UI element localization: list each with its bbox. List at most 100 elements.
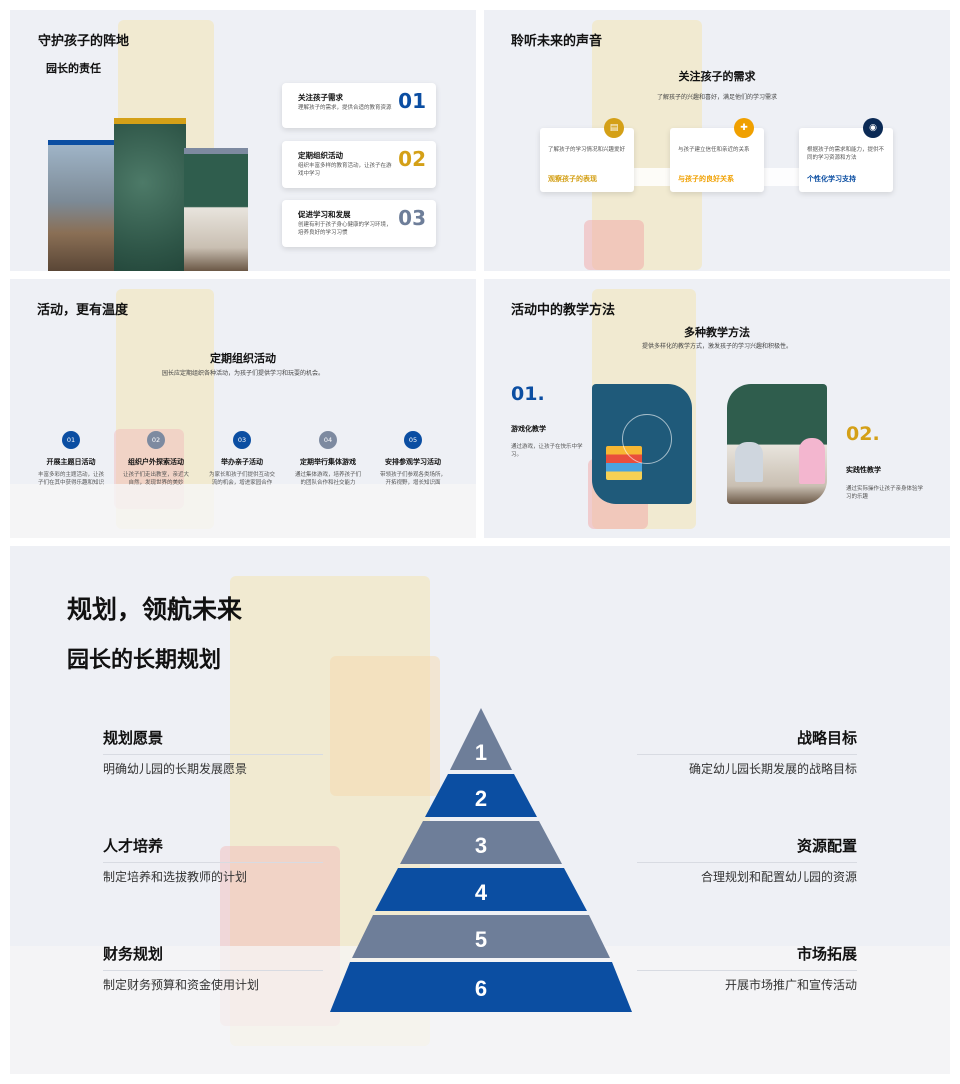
plan-title: 人才培养	[103, 837, 164, 855]
slide-subtitle: 园长的长期规划	[67, 648, 222, 673]
level-label: 1	[475, 740, 487, 765]
method-title-1: 游戏化教学	[511, 425, 546, 433]
card-title: 促进学习和发展	[298, 210, 351, 219]
classroom-photo-left	[48, 140, 116, 271]
card-label: 个性化学习支持	[807, 175, 856, 183]
floor-band	[10, 484, 476, 538]
divider	[103, 970, 323, 971]
card-desc: 组织丰富多样的教育活动，让孩子在游戏中学习	[298, 163, 392, 177]
sketch-lines	[622, 414, 672, 464]
pyramid-level-5	[352, 915, 610, 958]
plan-desc: 制定财务预算和资金使用计划	[103, 978, 260, 992]
method-number-2: 02.	[846, 423, 880, 445]
step-desc: 为家长和孩子们提供互动交流的机会，增进家园合作	[208, 472, 275, 486]
duty-card-2: 定期组织活动 组织丰富多样的教育活动，让孩子在游戏中学习 02	[282, 141, 436, 188]
plan-title: 资源配置	[796, 837, 857, 855]
section-subtext: 了解孩子的兴趣和喜好，满足他们的学习需求	[656, 94, 777, 101]
step-desc: 带领孩子们参观各类场所，开拓视野，增长知识面	[379, 472, 446, 486]
chalkboard-photo	[114, 118, 186, 271]
need-card-2: 与孩子建立信任和亲近的关系 与孩子的良好关系	[670, 128, 764, 192]
duty-card-3: 促进学习和发展 创建有利于孩子身心健康的学习环境，培养良好的学习习惯 03	[282, 200, 436, 247]
step-number: 02	[147, 431, 165, 449]
pyramid-level-1	[450, 708, 512, 770]
activity-step-2: 02 组织户外探索活动 让孩子们走出教室，亲近大自然，发现世界的美妙	[111, 431, 201, 487]
slide-responsibility: 守护孩子的阵地 园长的责任 关注孩子需求 理解孩子的需求，提供合适的教育资源 0…	[10, 10, 476, 271]
activity-step-4: 04 定期举行集体游戏 通过集体游戏，培养孩子们的团队合作和社交能力	[283, 431, 373, 487]
plan-desc: 制定培养和选拔教师的计划	[103, 870, 248, 884]
plan-desc: 合理规划和配置幼儿园的资源	[700, 870, 857, 884]
need-card-3: 根据孩子的需求和能力，提供不同的学习资源和方法 个性化学习支持	[799, 128, 893, 192]
slide-activities: 活动，更有温度 定期组织活动 园长应定期组织各种活动，为孩子们提供学习和玩耍的机…	[10, 279, 476, 538]
step-title: 组织户外探索活动	[128, 458, 184, 466]
card-desc: 与孩子建立信任和亲近的关系	[678, 147, 750, 153]
classroom-photo-right	[184, 148, 248, 271]
step-desc: 丰富多彩的主题活动，让孩子们在其中获得乐趣和知识	[37, 472, 104, 486]
level-label: 6	[475, 976, 487, 1001]
divider	[637, 862, 857, 863]
step-number: 04	[319, 431, 337, 449]
planning-pyramid: 1 2 3 4 5 6	[330, 708, 632, 1012]
card-title: 定期组织活动	[298, 151, 343, 160]
level-label: 4	[475, 880, 488, 905]
pyramid-level-2	[425, 774, 537, 817]
step-title: 安排参观学习活动	[385, 458, 441, 466]
card-number: 03	[398, 206, 426, 230]
notebook-icon: ▤	[604, 118, 624, 138]
pyramid-level-6	[330, 962, 632, 1012]
activity-step-5: 05 安排参观学习活动 带领孩子们参观各类场所，开拓视野，增长知识面	[368, 431, 458, 487]
card-title: 关注孩子需求	[298, 93, 343, 102]
student-figure	[799, 438, 825, 484]
method-title-2: 实践性教学	[846, 466, 881, 474]
slide-title: 守护孩子的阵地	[38, 34, 130, 49]
card-label: 观察孩子的表现	[548, 175, 597, 183]
plan-title: 规划愿景	[103, 729, 164, 747]
plan-item-resources: 资源配置 合理规划和配置幼儿园的资源	[637, 835, 857, 885]
card-desc: 了解孩子的学习情况和兴趣爱好	[548, 147, 626, 153]
classroom-kids-image	[727, 384, 827, 504]
level-label: 5	[475, 927, 487, 952]
card-number: 01	[398, 89, 426, 113]
plan-title: 市场拓展	[796, 945, 857, 963]
section-heading: 关注孩子的需求	[678, 70, 756, 83]
divider	[637, 970, 857, 971]
slide-title: 聆听未来的声音	[511, 34, 603, 49]
plan-item-vision: 规划愿景 明确幼儿园的长期发展愿景	[103, 727, 323, 777]
plan-desc: 确定幼儿园长期发展的战略目标	[688, 762, 857, 776]
step-title: 定期举行集体游戏	[300, 458, 356, 466]
duty-card-1: 关注孩子需求 理解孩子的需求，提供合适的教育资源 01	[282, 83, 436, 128]
method-desc-2: 通过实际操作让孩子亲身体验学习的乐趣	[846, 486, 924, 500]
pyramid-level-3	[400, 821, 562, 864]
card-desc: 创建有利于孩子身心健康的学习环境，培养良好的学习习惯	[298, 222, 392, 236]
plan-item-strategy: 战略目标 确定幼儿园长期发展的战略目标	[637, 727, 857, 777]
student-figure	[735, 442, 763, 482]
plan-item-finance: 财务规划 制定财务预算和资金使用计划	[103, 943, 323, 993]
level-label: 2	[475, 786, 487, 811]
slide-listen-future: 聆听未来的声音 关注孩子的需求 了解孩子的兴趣和喜好，满足他们的学习需求 了解孩…	[484, 10, 950, 271]
slide-title: 活动中的教学方法	[511, 303, 616, 318]
step-desc: 通过集体游戏，培养孩子们的团队合作和社交能力	[294, 472, 361, 486]
method-desc-1: 通过游戏，让孩子在快乐中学习。	[511, 444, 583, 458]
slide-title: 规划，领航未来	[67, 595, 243, 624]
slide-title: 活动，更有温度	[37, 303, 129, 318]
pyramid-level-4	[375, 868, 587, 911]
need-card-1: 了解孩子的学习情况和兴趣爱好 观察孩子的表现	[540, 128, 634, 192]
activity-step-1: 01 开展主题日活动 丰富多彩的主题活动，让孩子们在其中获得乐趣和知识	[26, 431, 116, 487]
slide-teaching-methods: 活动中的教学方法 多种教学方法 提供多样化的教学方式，激发孩子的学习兴趣和积极性…	[484, 279, 950, 538]
game-learning-image	[592, 384, 692, 504]
plan-desc: 开展市场推广和宣传活动	[724, 978, 857, 992]
step-number: 05	[404, 431, 422, 449]
step-number: 03	[233, 431, 251, 449]
plan-desc: 明确幼儿园的长期发展愿景	[103, 762, 248, 776]
step-desc: 让孩子们走出教室，亲近大自然，发现世界的美妙	[122, 472, 189, 486]
plan-title: 财务规划	[103, 945, 164, 963]
step-title: 举办亲子活动	[221, 458, 263, 466]
divider	[103, 754, 323, 755]
level-label: 3	[475, 833, 487, 858]
section-heading: 多种教学方法	[684, 326, 750, 339]
section-subtext: 提供多样化的教学方式，激发孩子的学习兴趣和积极性。	[641, 343, 792, 350]
card-number: 02	[398, 147, 426, 171]
card-label: 与孩子的良好关系	[678, 175, 734, 183]
step-title: 开展主题日活动	[46, 458, 96, 466]
section-heading: 定期组织活动	[210, 352, 276, 365]
puzzle-icon: ✚	[734, 118, 754, 138]
